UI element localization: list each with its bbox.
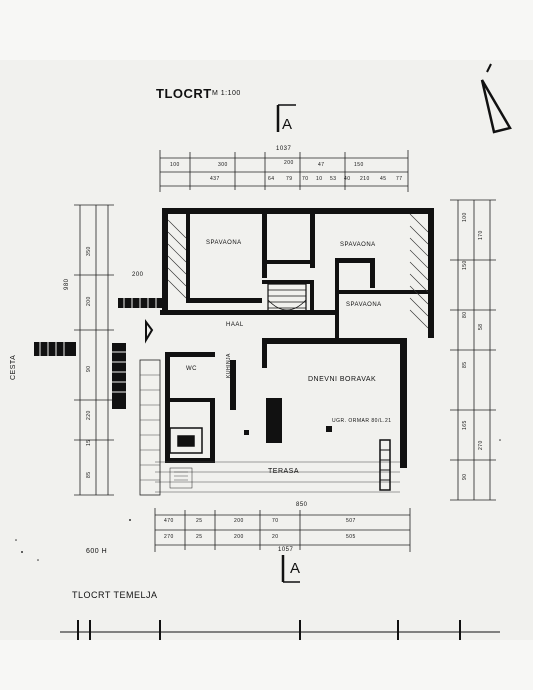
room-terrace: TERASA: [268, 468, 300, 475]
fence-block: [34, 342, 126, 409]
dim-top2-6: 53: [330, 176, 337, 182]
dim-top-1: 100: [170, 162, 180, 168]
dim-left-total: 980: [64, 278, 70, 290]
dimension-lines-left: [74, 204, 114, 496]
dim-top-2: 300: [218, 162, 228, 168]
dim-bottom-total: 1057: [278, 547, 294, 553]
next-plan-strip: [60, 620, 500, 640]
dim-top2-5: 10: [316, 176, 323, 182]
section-label-top: A: [282, 116, 293, 133]
staircase-upper: [267, 283, 307, 313]
dim-top-3: 200: [284, 160, 294, 166]
dim-left-5: 15: [86, 439, 92, 446]
lower-wing: [165, 338, 407, 468]
room-kitchen: KUHINJA: [226, 353, 232, 378]
left-wall-strip: [118, 298, 164, 308]
dim-top2-1: 437: [210, 176, 220, 182]
left-hatch: [167, 219, 187, 299]
dim-bottom-4: 70: [272, 518, 279, 524]
room-bedroom-3: SPAVAONA: [346, 302, 382, 308]
dim-right2-2: 58: [478, 323, 484, 330]
plan-title: TLOCRT: [156, 86, 212, 101]
label-outside-note: 600 H: [86, 548, 108, 555]
dim-top2-7: 40: [344, 176, 351, 182]
dim-left-3: 90: [86, 365, 92, 372]
dim-right-2: 150: [462, 260, 468, 270]
room-living: DNEVNI BORAVAK: [308, 376, 377, 383]
dim-left-1: 350: [86, 246, 92, 256]
dim-right-4: 85: [462, 361, 468, 368]
dim-left-short: 200: [132, 272, 144, 278]
dim-bottom-2: 25: [196, 518, 203, 524]
roof-hatch: [409, 213, 429, 329]
dim-top-5: 150: [354, 162, 364, 168]
section-label-bottom: A: [290, 560, 301, 577]
room-bedroom-2: SPAVAONA: [340, 242, 376, 248]
dim-top2-9: 45: [380, 176, 387, 182]
dim-top2-8: 210: [360, 176, 370, 182]
entry-arrow-icon: [145, 319, 154, 344]
label-street: CESTA: [10, 354, 17, 380]
upper-wing: [160, 208, 434, 338]
dim-bottom2-4: 20: [272, 534, 279, 540]
dim-bottom2-1: 270: [164, 534, 174, 540]
room-hall: HAAL: [226, 322, 244, 328]
dim-left-6: 85: [86, 471, 92, 478]
dim-bottom2-3: 200: [234, 534, 244, 540]
dim-top2-3: 79: [286, 176, 293, 182]
dim-bottom-3: 200: [234, 518, 244, 524]
north-arrow-icon: [480, 63, 512, 134]
plan-scale: M 1:100: [212, 90, 241, 97]
dim-bottom-width: 850: [296, 502, 308, 508]
dim-top-4: 47: [318, 162, 325, 168]
section-marker-bottom: [281, 555, 300, 583]
dim-left-4: 220: [86, 410, 92, 420]
dim-top-total: 1037: [276, 146, 292, 152]
dim-bottom2-5: 505: [346, 534, 356, 540]
dim-right-1: 100: [462, 212, 468, 222]
foundation-title: TLOCRT TEMELJA: [72, 590, 158, 600]
dimension-lines-right: [450, 199, 496, 501]
dim-right2-1: 170: [478, 230, 484, 240]
dim-top2-10: 77: [396, 176, 403, 182]
dim-top2-4: 70: [302, 176, 309, 182]
dim-right-6: 90: [462, 473, 468, 480]
dim-bottom-1: 470: [164, 518, 174, 524]
room-wc: WC: [186, 366, 197, 372]
sheet-marks: [15, 439, 501, 561]
dim-right-5: 165: [462, 420, 468, 430]
dim-bottom2-2: 25: [196, 534, 203, 540]
section-marker-top: [276, 104, 296, 132]
terrace-paving: [139, 359, 400, 496]
label-built-in: UGR. ORMAR 80/L.21: [332, 418, 392, 424]
dim-top2-2: 64: [268, 176, 275, 182]
terrace-columns: [244, 426, 391, 491]
storage-block: [169, 427, 203, 454]
dim-left-2: 200: [86, 296, 92, 306]
dimension-lines-bottom: [154, 508, 411, 552]
room-bedroom-1: SPAVAONA: [206, 240, 242, 246]
dim-right-3: 80: [462, 311, 468, 318]
dimension-lines-top: [159, 150, 409, 192]
dim-right2-3: 270: [478, 440, 484, 450]
dim-bottom-5: 507: [346, 518, 356, 524]
